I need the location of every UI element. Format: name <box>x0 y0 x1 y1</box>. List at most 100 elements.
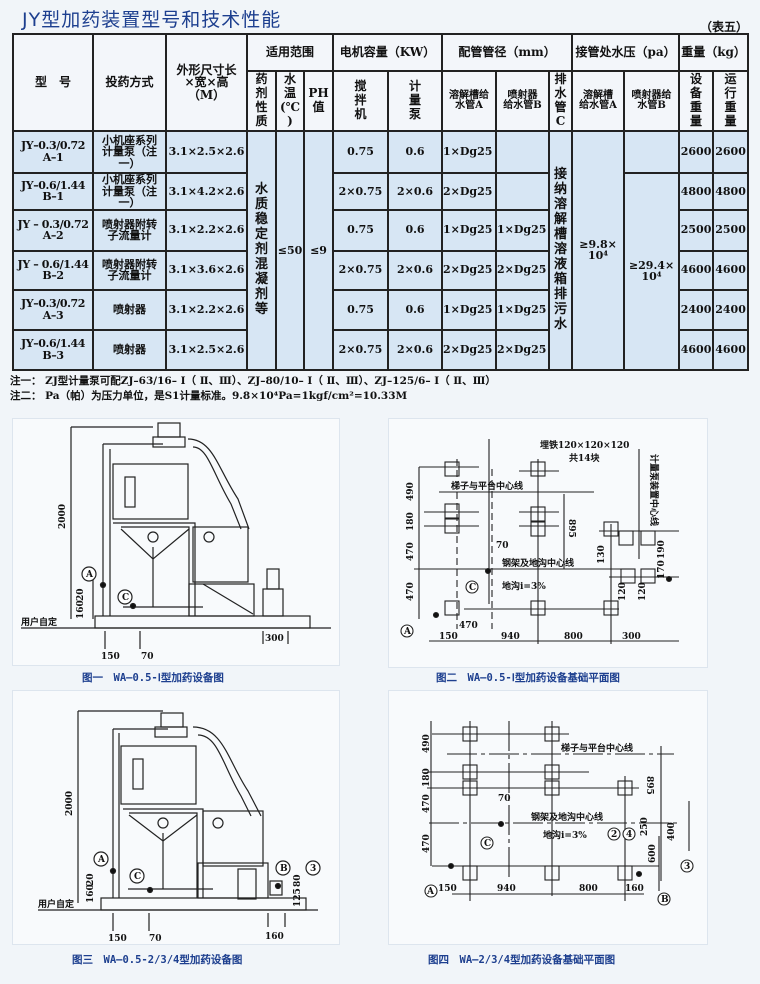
dim-height: 2000 <box>65 791 75 816</box>
dim-895: 895 <box>644 776 654 795</box>
header-size: 外形尺寸长×宽×高（M） <box>165 33 248 132</box>
dim-150: 150 <box>438 884 457 894</box>
dim-160: 160 <box>625 884 644 894</box>
count-label: 共14块 <box>569 452 601 464</box>
figure-1: 2000 20 160 用户自定 150 70 300 A C <box>12 418 340 666</box>
cell-pipe-b: 2×Dg25 <box>495 249 551 291</box>
cell-weight-run: 2600 <box>712 130 750 174</box>
cell-mixer: 0.75 <box>332 288 389 331</box>
figure-1-caption: 图一 WA—0.5-Ⅰ型加药设备图 <box>82 672 224 684</box>
cell-model: JY – 0.3/0.72 A–2 <box>12 208 94 252</box>
cell-weight-run: 2400 <box>712 288 750 331</box>
cell-weight-equip: 4600 <box>678 249 715 291</box>
slope-label: 地沟i=3% <box>502 580 546 592</box>
cell-model: JY – 0.6/1.44 B–2 <box>12 249 94 291</box>
cell-mixer: 2×0.75 <box>332 328 389 371</box>
cell-weight-run: 2500 <box>712 208 750 252</box>
note-2: 注二： Pa（帕）为压力单位，是S1计量标准。9.8×10⁴Pa=1kgf/cm… <box>10 390 408 402</box>
marker-c: C <box>122 593 129 603</box>
marker-a: A <box>403 627 412 637</box>
foundation-plan: 埋铁120×120×120 共14块 梯子与平台中心线 计量泵装置中心线 钢架及… <box>400 439 679 644</box>
note-1: 注一： ZJ型计量泵可配ZJ–63/16– Ⅰ（ Ⅱ、Ⅲ）、ZJ–80/10– … <box>10 375 496 387</box>
header-model: 型 号 <box>12 33 94 132</box>
figure-4-caption: 图四 WA—2/3/4型加药设备基础平面图 <box>428 954 616 966</box>
cell-pipe-c: 接纳溶解槽溶液箱排污水 <box>548 130 574 371</box>
figure-2-caption: 图二 WA—0.5-Ⅰ型加药设备基础平面图 <box>436 672 620 684</box>
dim-80: 80 <box>293 874 303 887</box>
ladder-centerline-label: 梯子与平台中心线 <box>561 742 633 754</box>
figure-2: 埋铁120×120×120 共14块 梯子与平台中心线 计量泵装置中心线 钢架及… <box>388 418 708 668</box>
dim-300: 300 <box>622 632 641 642</box>
table-number: （表五） <box>700 20 749 34</box>
header-pipe-c: 排水管C <box>548 70 574 132</box>
cell-pump: 2×0.6 <box>386 328 444 371</box>
cell-method: 小机座系列计量泵（注一） <box>92 130 167 174</box>
cell-weight-equip: 2500 <box>678 208 715 252</box>
figure-4: 梯子与平台中心线 钢架及地沟中心线 地沟i=3% 490 180 470 470… <box>388 690 708 945</box>
dim-800: 800 <box>564 632 583 642</box>
dim-160: 160 <box>76 600 86 619</box>
header-weight-equip: 设备重量 <box>678 70 715 132</box>
dim-70: 70 <box>141 652 154 662</box>
cell-temp: ≤50 <box>275 130 305 371</box>
equipment-drawing: 2000 20 160 用户自定 150 70 300 A C <box>20 422 331 662</box>
dim-20: 20 <box>76 588 86 601</box>
dim-490: 490 <box>422 734 432 753</box>
cell-size: 3.1×2.5×2.6 <box>165 328 248 371</box>
cell-model: JY–0.3/0.72 A–3 <box>12 288 94 331</box>
marker-3: 3 <box>684 862 690 872</box>
dim-895: 895 <box>566 519 576 538</box>
marker-2: 2 <box>611 830 617 840</box>
header-press-b: 喷射器给水管B <box>623 70 681 132</box>
dim-120-b: 120 <box>638 582 648 601</box>
marker-b: B <box>280 864 288 874</box>
dim-600: 600 <box>648 844 658 863</box>
notes: 注一： ZJ型计量泵可配ZJ–63/16– Ⅰ（ Ⅱ、Ⅲ）、ZJ–80/10– … <box>10 374 496 404</box>
header-motor: 电机容量（KW） <box>331 33 444 72</box>
header-pump: 计量泵 <box>386 70 444 132</box>
dim-470-b: 470 <box>422 834 432 853</box>
cell-pipe-b <box>495 130 551 174</box>
cell-agent: 水质稳定剂混凝剂等 <box>246 130 277 371</box>
header-pressure: 接管处水压（pa） <box>571 33 681 72</box>
slope-label: 地沟i=3% <box>543 829 587 841</box>
cell-pump: 0.6 <box>386 130 444 174</box>
dim-70: 70 <box>498 794 511 804</box>
cell-weight-equip: 2600 <box>678 130 715 174</box>
dim-250: 250 <box>640 817 650 836</box>
dim-940: 940 <box>497 884 516 894</box>
dim-180: 180 <box>406 512 416 531</box>
equipment-drawing: 2000 20 160 用户自定 150 70 160 80 125 A B C… <box>37 710 321 944</box>
cell-model: JY–0.3/0.72 A–1 <box>12 130 94 174</box>
cell-mixer: 2×0.75 <box>332 249 389 291</box>
cell-ph: ≤9 <box>303 130 334 371</box>
dim-170: 170 <box>657 560 667 579</box>
header-press-a: 溶解槽给水管A <box>571 70 626 132</box>
header-pipe-b: 喷射器给水管B <box>495 70 551 132</box>
dim-490: 490 <box>406 482 416 501</box>
cell-pipe-b <box>495 172 551 211</box>
header-pipe-a: 溶解槽给水管A <box>441 70 498 132</box>
cell-pipe-a: 1×Dg25 <box>441 208 498 252</box>
foundation-plan: 梯子与平台中心线 钢架及地沟中心线 地沟i=3% 490 180 470 470… <box>422 721 694 906</box>
marker-c: C <box>469 583 476 593</box>
cell-weight-run: 4600 <box>712 328 750 371</box>
marker-a: A <box>97 855 106 865</box>
cell-pipe-b: 1×Dg25 <box>495 208 551 252</box>
pump-centerline-label: 计量泵装置中心线 <box>648 454 660 526</box>
marker-c: C <box>134 872 141 882</box>
marker-c: C <box>484 839 491 849</box>
cell-pipe-a: 2×Dg25 <box>441 328 498 371</box>
cell-pump: 0.6 <box>386 288 444 331</box>
marker-a: A <box>85 570 94 580</box>
dim-150: 150 <box>439 632 458 642</box>
cell-mixer: 0.75 <box>332 130 389 174</box>
dim-940: 940 <box>501 632 520 642</box>
dim-190: 190 <box>657 540 667 559</box>
cell-weight-run: 4600 <box>712 249 750 291</box>
dim-150: 150 <box>101 652 120 662</box>
